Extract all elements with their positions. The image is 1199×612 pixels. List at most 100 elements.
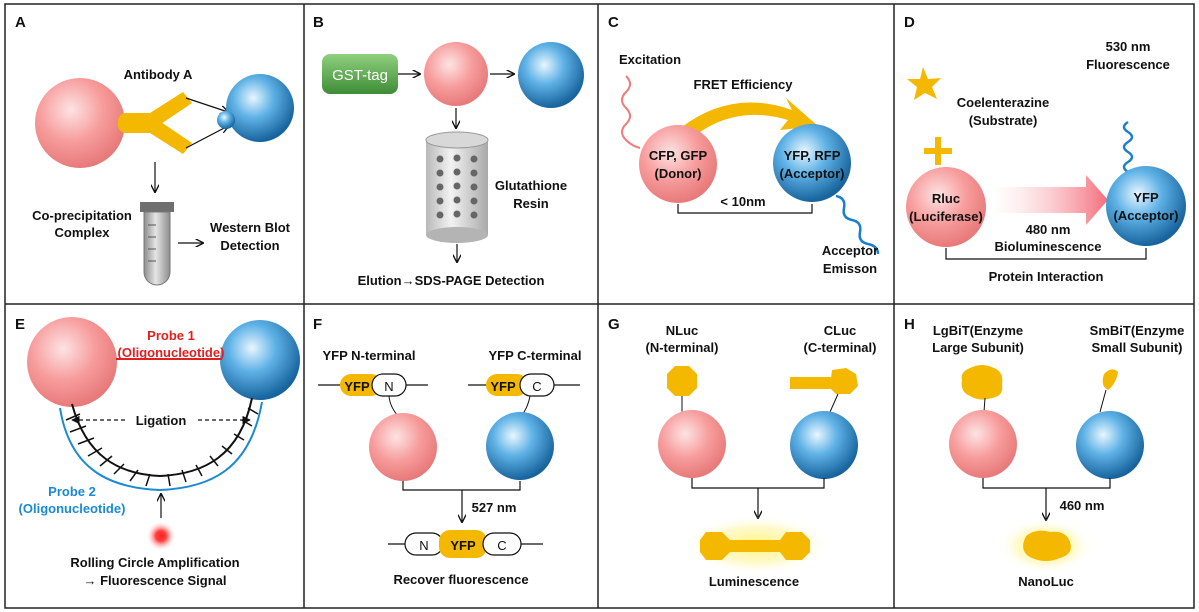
test-tube-icon [140, 202, 174, 286]
yfp-n-fragment: YFP N [318, 373, 428, 419]
panel-b-letter: B [313, 14, 324, 31]
acceptor-protein [773, 124, 851, 202]
blue-protein [790, 411, 858, 479]
panel-e: E Probe 1 (Oligonucleotide) Ligation Pro… [15, 316, 300, 588]
svg-text:N: N [419, 538, 428, 553]
pink-protein [27, 317, 117, 407]
fluorescence-dot [146, 521, 176, 551]
biolum-label-2: Bioluminescence [995, 239, 1102, 254]
emission-label-2: Emisson [823, 261, 877, 276]
panel-b: B GST-tag Glutathione Resin Elution→SDS-… [313, 14, 584, 288]
svg-text:YFP: YFP [450, 538, 476, 553]
yfp-c-fragment: YFP C [468, 373, 580, 419]
cluc-fragment-icon [790, 368, 858, 394]
rluc-label-1: Rluc [932, 191, 960, 206]
panel-g-letter: G [608, 316, 620, 333]
yfp-label-2: (Acceptor) [1113, 208, 1178, 223]
nterm-label: YFP N-terminal [323, 348, 416, 363]
interaction-label: Protein Interaction [989, 269, 1104, 284]
svg-text:YFP: YFP [344, 379, 370, 394]
probe1-label-2: (Oligonucleotide) [118, 345, 225, 360]
svg-text:N: N [384, 379, 393, 394]
rluc-label-2: (Luciferase) [909, 209, 983, 224]
svg-text:C: C [497, 538, 506, 553]
emission-label-1: Acceptor [822, 243, 878, 258]
nluc-label-2: (N-terminal) [646, 340, 719, 355]
svg-text:YFP: YFP [490, 379, 516, 394]
yfp-protein [1106, 166, 1186, 246]
biolum-label-1: 480 nm [1026, 222, 1071, 237]
ligation-label: Ligation [136, 413, 187, 428]
fret-label: FRET Efficiency [694, 77, 794, 92]
excitation-wave [621, 75, 641, 149]
antibody-arrow-up [185, 97, 228, 112]
pink-protein [369, 413, 437, 481]
nanoluc-icon [1023, 530, 1071, 561]
blue-protein [486, 412, 554, 480]
wavelength-label: 460 nm [1060, 498, 1105, 513]
panel-a-letter: A [15, 14, 26, 31]
dna-helix-icon [59, 397, 263, 492]
blue-protein [220, 320, 300, 400]
excitation-label: Excitation [619, 52, 681, 67]
panel-a: A Antibody A Co-precipitation Complex We… [15, 14, 294, 286]
antibody-icon [118, 92, 192, 154]
pink-protein [424, 42, 488, 106]
acceptor-label-1: YFP, RFP [784, 148, 841, 163]
panel-e-letter: E [15, 316, 25, 333]
fret-arrow [678, 98, 818, 138]
panel-f-letter: F [313, 316, 322, 333]
panel-h-letter: H [904, 316, 915, 333]
emission-wave [835, 194, 880, 255]
resin-column-icon [425, 131, 489, 243]
antibody-label: Antibody A [124, 67, 193, 82]
luciferase-complete-icon [700, 532, 810, 560]
donor-label-2: (Donor) [655, 166, 702, 181]
svg-text:C: C [532, 379, 541, 394]
blue-protein [226, 74, 294, 142]
cluc-tether [829, 393, 839, 413]
pink-protein [949, 410, 1017, 478]
western-label-2: Detection [220, 238, 279, 253]
rluc-protein [906, 167, 986, 247]
elution-label: Elution→SDS-PAGE Detection [358, 273, 545, 288]
fluor-label-1: 530 nm [1106, 39, 1151, 54]
gst-tag-label: GST-tag [332, 67, 388, 84]
coprecip-label-1: Co-precipitation [32, 208, 132, 223]
smbit-label-2: Small Subunit) [1092, 340, 1183, 355]
nluc-fragment-icon [667, 366, 697, 396]
lgbit-fragment-icon [961, 365, 1003, 400]
distance-label: < 10nm [720, 194, 765, 209]
star-icon [907, 67, 941, 100]
smbit-tether [1099, 389, 1107, 413]
smbit-label-1: SmBiT(Enzyme [1090, 323, 1185, 338]
wavelength-label: 527 nm [472, 500, 517, 515]
probe2-label-1: Probe 2 [48, 484, 96, 499]
nanoluc-label: NanoLuc [1018, 574, 1074, 589]
fluorescence-wave [1122, 120, 1134, 174]
rca-label-1: Rolling Circle Amplification [70, 555, 239, 570]
donor-protein [639, 125, 717, 203]
luminescence-label: Luminescence [709, 574, 799, 589]
join-bracket [691, 478, 825, 489]
lgbit-label-2: Large Subunit) [932, 340, 1024, 355]
resin-label-2: Resin [513, 196, 548, 211]
pink-protein [35, 78, 125, 168]
acceptor-label-2: (Acceptor) [779, 166, 844, 181]
distance-bracket [677, 204, 813, 214]
panel-g: G NLuc (N-terminal) CLuc (C-terminal) Lu… [608, 316, 876, 589]
recover-label: Recover fluorescence [393, 572, 528, 587]
probe1-label-1: Probe 1 [147, 328, 195, 343]
coprecip-label-2: Complex [55, 225, 111, 240]
blue-protein [518, 42, 584, 108]
rca-label-2: → Fluorescence Signal [83, 573, 226, 588]
panel-c: C Excitation FRET Efficiency CFP, GFP (D… [608, 14, 880, 276]
panel-d-letter: D [904, 14, 915, 31]
substrate-label-2: (Substrate) [969, 113, 1038, 128]
cluc-label-1: CLuc [824, 323, 857, 338]
western-label-1: Western Blot [210, 220, 291, 235]
panel-f: F YFP N-terminal YFP C-terminal YFP N YF… [313, 316, 581, 587]
panel-h: H LgBiT(Enzyme Large Subunit) SmBiT(Enzy… [904, 316, 1184, 589]
substrate-label-1: Coelenterazine [957, 95, 1049, 110]
